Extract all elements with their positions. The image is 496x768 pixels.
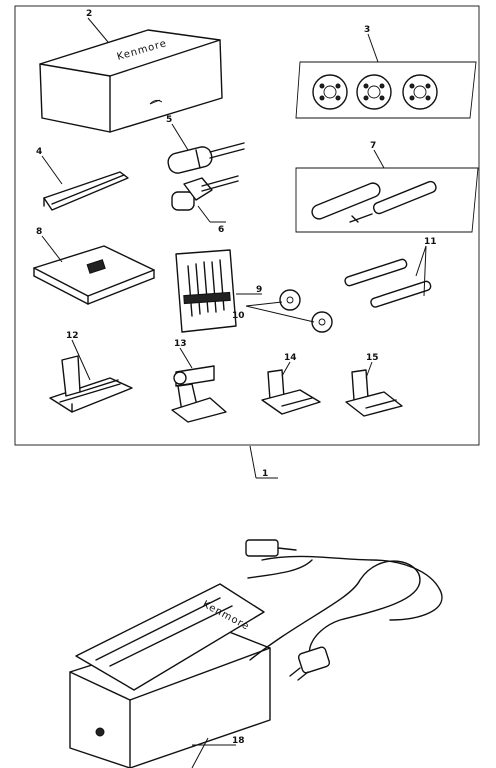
cord-connector	[245, 539, 297, 557]
part-4-lint-brush	[43, 171, 129, 211]
callout-18: 18	[232, 736, 245, 746]
callout-5: 5	[166, 115, 172, 125]
part-18-foot-controller: Kenmore	[69, 583, 271, 768]
callout-labels: 1 2 3 4 5 6 7 8 9 10 11 12 13 14 15 18	[36, 9, 437, 746]
part-15-presser-foot	[345, 369, 403, 417]
part-12-buttonhole-foot	[49, 355, 133, 413]
part-2-accessory-box: Kenmore	[39, 29, 223, 133]
callout-1: 1	[262, 469, 268, 479]
callout-4: 4	[36, 147, 42, 157]
part-3-bobbins	[295, 61, 477, 119]
part-14-presser-foot	[261, 369, 321, 415]
part-9-needle-pack	[175, 249, 237, 333]
callout-10: 10	[232, 311, 245, 321]
leader-lines	[41, 17, 427, 768]
bobbin-2	[356, 74, 392, 110]
callout-11: 11	[424, 237, 437, 247]
callout-12: 12	[66, 331, 79, 341]
callout-3: 3	[364, 25, 370, 35]
part-8-darning-plate	[33, 245, 155, 305]
callout-13: 13	[174, 339, 187, 349]
callout-2: 2	[86, 9, 92, 19]
part-5-screwdriver	[167, 142, 245, 174]
bobbin-1	[312, 74, 348, 110]
part-11-spool-rods	[344, 258, 432, 308]
power-cord	[245, 539, 443, 681]
accessory-kit-frame	[14, 5, 480, 446]
part-10-spool-felts	[279, 289, 333, 333]
callout-6: 6	[218, 225, 224, 235]
callout-8: 8	[36, 227, 42, 237]
wall-plug	[289, 646, 331, 681]
callout-15: 15	[366, 353, 379, 363]
part-13-zipper-foot	[171, 365, 227, 423]
callout-7: 7	[370, 141, 376, 151]
callout-9: 9	[256, 285, 262, 295]
part-6-small-screwdriver	[171, 175, 239, 211]
bobbin-3	[402, 74, 438, 110]
part-7-seam-ripper	[295, 167, 479, 233]
callout-14: 14	[284, 353, 297, 363]
